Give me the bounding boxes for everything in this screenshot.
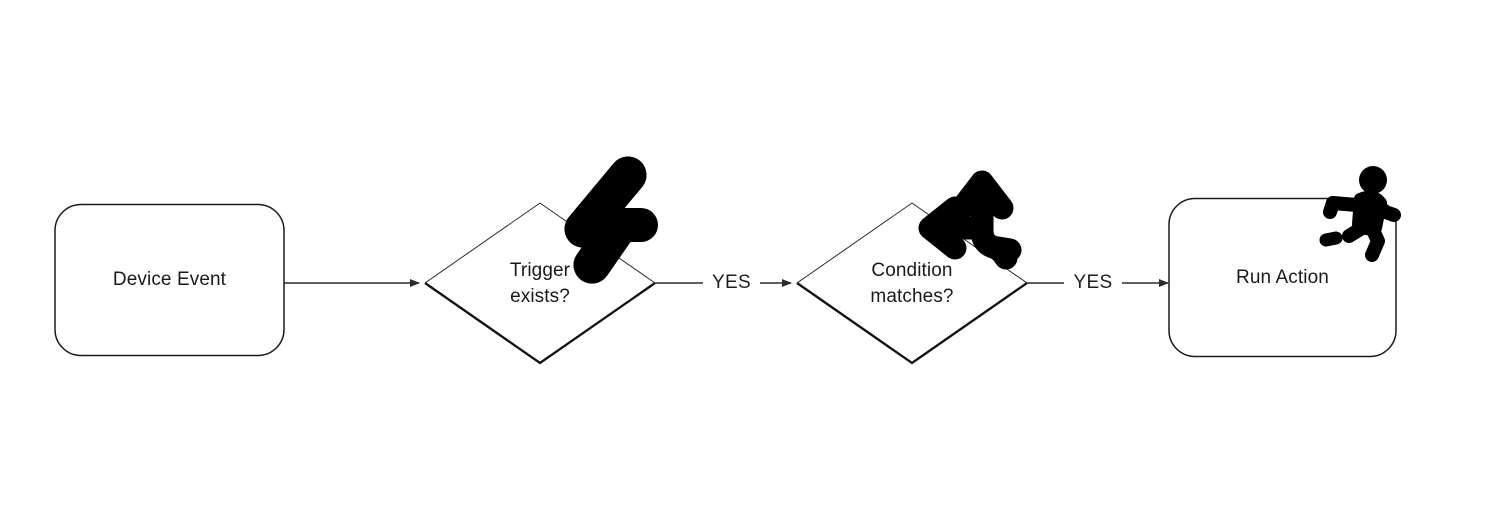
node-condition-matches[interactable]	[797, 203, 1027, 363]
node-device-event[interactable]	[54, 203, 285, 357]
node-trigger-exists[interactable]	[425, 203, 655, 363]
node-shape-trigger-lower[interactable]	[424, 282, 656, 365]
node-run-action[interactable]	[1168, 197, 1397, 358]
branch-arrow-icon	[918, 170, 1022, 270]
lightning-bolt-icon	[564, 156, 658, 284]
node-shape-condition-lower[interactable]	[796, 282, 1028, 365]
node-shape-device-event[interactable]	[54, 203, 285, 357]
running-person-icon	[1319, 166, 1401, 262]
